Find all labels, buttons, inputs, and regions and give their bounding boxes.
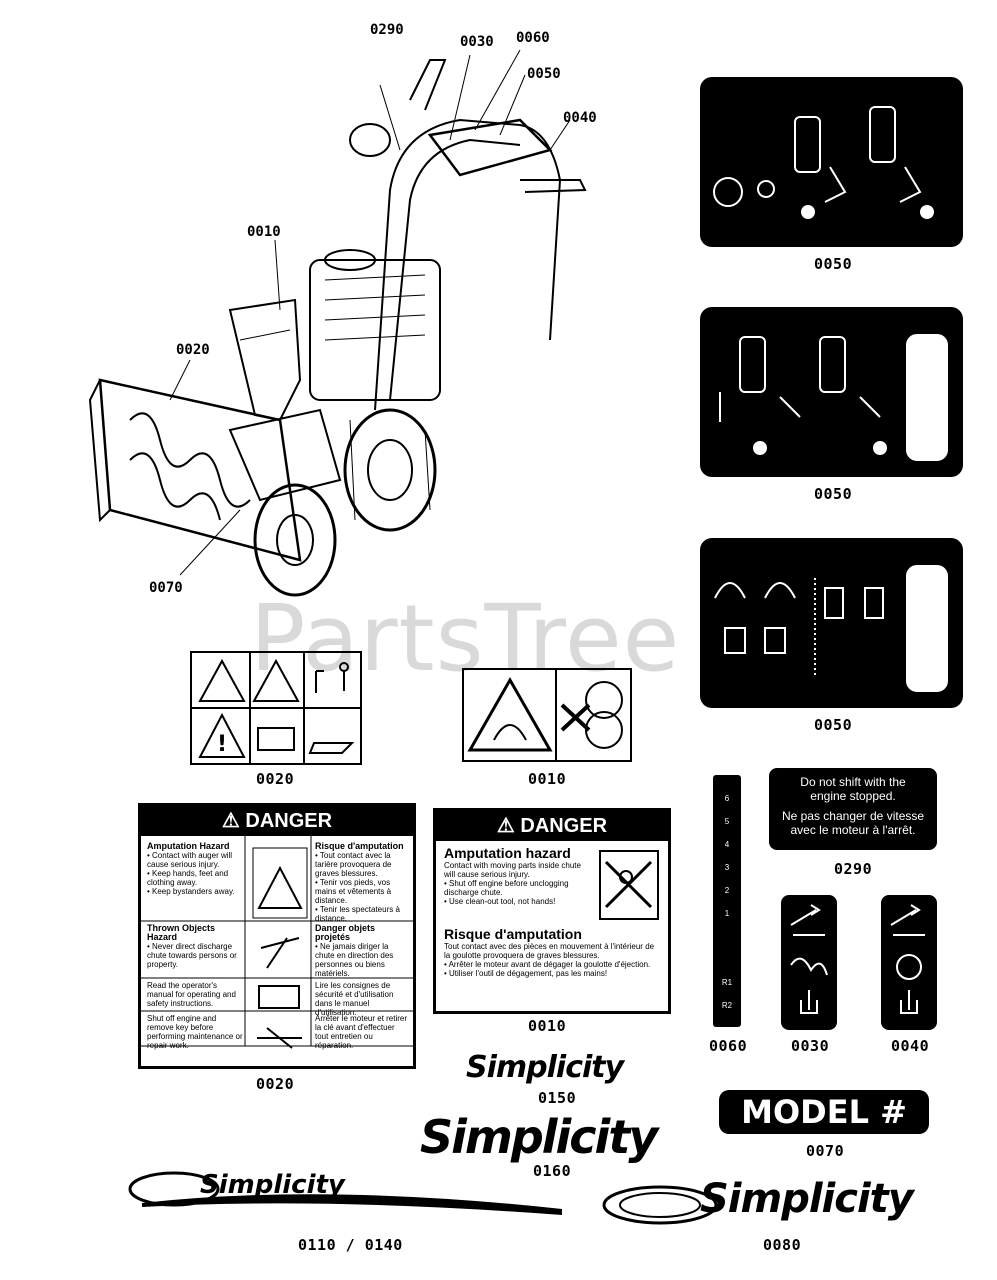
thrown-objects-fr-text: Danger objets projetés• Ne jamais dirige…	[315, 923, 394, 979]
part-0050-a: 0050	[814, 255, 853, 273]
callout-0030: 0030	[460, 34, 494, 50]
callout-0020: 0020	[176, 342, 210, 358]
control-icons	[714, 565, 948, 692]
decal-0020-pictograms: !	[190, 651, 362, 765]
speed-labels: 6 5 4 3 2 1 R1 R2	[721, 794, 733, 1010]
part-0150: 0150	[538, 1089, 577, 1107]
part-0020-a: 0020	[256, 770, 295, 788]
callout-0290: 0290	[370, 22, 404, 38]
decal-0060-speed-strip: 6 5 4 3 2 1 R1 R2	[713, 775, 741, 1027]
svg-text:!: !	[217, 732, 227, 757]
decal-0010-danger: ⚠ DANGER Amputation hazard Contact with …	[433, 808, 671, 1014]
callout-0060: 0060	[516, 30, 550, 46]
control-icons	[719, 334, 948, 461]
callout-0010: 0010	[247, 224, 281, 240]
logo-0080: Simplicity	[700, 1176, 914, 1222]
amputation-hazard-text: Amputation Hazard• Contact with auger wi…	[147, 841, 235, 897]
decal-0050-a	[700, 77, 963, 247]
logo-0150: Simplicity	[466, 1050, 624, 1085]
swoosh-logo-0110	[128, 1171, 562, 1215]
thrown-objects-text: Thrown Objects Hazard• Never direct disc…	[147, 923, 237, 970]
part-0010-a: 0010	[528, 770, 567, 788]
manual-fr-text: Lire les consignes de sécurité et d'util…	[315, 981, 394, 1017]
part-0070: 0070	[806, 1142, 845, 1160]
decal-0050-c	[700, 538, 963, 708]
snowblower-drawing	[88, 49, 587, 597]
part-0060: 0060	[709, 1037, 748, 1055]
callout-0070: 0070	[149, 580, 183, 596]
callout-0050: 0050	[527, 66, 561, 82]
model-number-plate: MODEL #	[719, 1090, 929, 1134]
lever-icon	[790, 904, 828, 1014]
decal-0040	[881, 895, 937, 1030]
part-0080: 0080	[763, 1236, 802, 1254]
danger-grid	[141, 836, 413, 1047]
watermark-text: PartsTree	[250, 585, 681, 692]
logo-0160: Simplicity	[420, 1110, 658, 1164]
logo-0110: Simplicity	[200, 1170, 345, 1200]
part-0010-b: 0010	[528, 1017, 567, 1035]
amputation-pictograms	[467, 670, 623, 760]
decal-0010-pictograms	[462, 668, 632, 762]
control-icons	[713, 106, 934, 219]
part-0020-b: 0020	[256, 1075, 295, 1093]
amputation-fr: Risque d'amputation Tout contact avec de…	[444, 926, 655, 978]
part-0290: 0290	[834, 860, 873, 878]
part-0030: 0030	[791, 1037, 830, 1055]
decal-0290-shift: Do not shift with the engine stopped. Ne…	[769, 768, 937, 850]
part-0040: 0040	[891, 1037, 930, 1055]
callout-0040: 0040	[563, 110, 597, 126]
danger-header: ⚠ DANGER	[141, 806, 413, 836]
part-0050-c: 0050	[814, 716, 853, 734]
danger-header-2: ⚠ DANGER	[436, 811, 668, 841]
danger-pictograms	[252, 847, 308, 1049]
manual-text: Read the operator's manual for operating…	[147, 981, 236, 1008]
lever-icon	[890, 904, 925, 1014]
amputation-hazard-fr-text: Risque d'amputation• Tout contact avec l…	[315, 841, 404, 924]
decal-0020-danger: ⚠ DANGER Amputation Hazard• Contact with…	[138, 803, 416, 1069]
swoosh-mark-0080	[602, 1185, 718, 1225]
part-0160: 0160	[533, 1162, 572, 1180]
chute-hazard-icon	[599, 850, 659, 920]
part-0110-0140: 0110 / 0140	[298, 1236, 403, 1254]
warning-pictograms: !	[192, 653, 360, 763]
amputation-en: Amputation hazard Contact with moving pa…	[444, 845, 581, 906]
part-0050-b: 0050	[814, 485, 853, 503]
decal-0030	[781, 895, 837, 1030]
decal-0050-b	[700, 307, 963, 477]
